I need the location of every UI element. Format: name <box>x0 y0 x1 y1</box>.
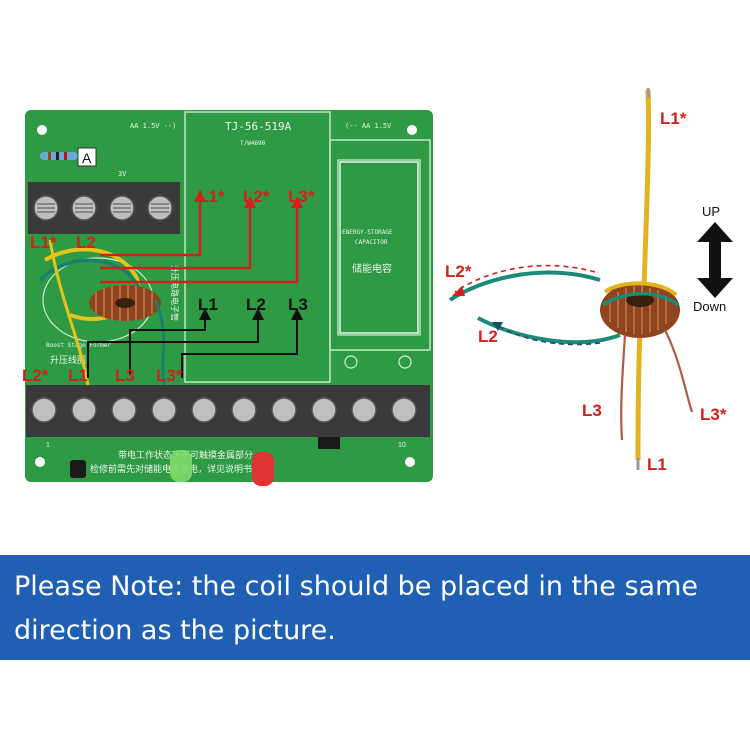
board-top-label-l2star: L2* <box>243 187 270 206</box>
components <box>70 437 340 486</box>
terminal-number-1: 1 <box>46 442 50 449</box>
coil-label-l1star: L1* <box>660 109 687 128</box>
terminal-label-l2: L2 <box>76 233 96 252</box>
terminal-label-l2star: L2* <box>22 366 49 385</box>
bottom-terminal-block: 1 10 <box>26 385 430 449</box>
note-text: Please Note: the coil should be placed i… <box>14 571 698 646</box>
terminal-label-l3: L3 <box>115 366 135 385</box>
terminal-label-l3star: L3* <box>156 366 183 385</box>
capacitor-cn: 储能电容 <box>352 262 392 275</box>
board-model: TJ-56-519A <box>225 120 292 133</box>
voltage-mark: 3V <box>118 170 127 178</box>
board-mid-label-l2: L2 <box>246 295 266 314</box>
board-top-label-l3star: L3* <box>288 187 315 206</box>
up-label: UP <box>702 204 720 219</box>
coil-label-l2star: L2* <box>445 262 472 281</box>
down-label: Down <box>693 299 726 314</box>
capacitor-title-1: ENERGY-STORAGE <box>342 229 393 236</box>
capacitor-title-2: CAPACITOR <box>355 239 388 246</box>
terminal-label-l1star: L1* <box>30 233 57 252</box>
board-arrows <box>87 190 303 378</box>
product-illustration: TJ-56-519A T/W4690 AA 1.5V --) (-- AA 1.… <box>22 87 733 486</box>
board-coil <box>38 239 166 386</box>
coil-label-l1: L1 <box>647 455 667 474</box>
pcb-board: TJ-56-519A T/W4690 AA 1.5V --) (-- AA 1.… <box>22 110 433 486</box>
battery-left-mark: AA 1.5V --) <box>130 122 176 130</box>
board-mid-label-l3: L3 <box>288 295 308 314</box>
board-submodel: T/W4690 <box>240 140 266 147</box>
terminal-number-10: 10 <box>398 442 406 449</box>
vertical-cn: 升压电路电子管 <box>170 265 180 321</box>
coil-label-l2: L2 <box>478 327 498 346</box>
corner-tag: A <box>82 150 92 166</box>
board-top-label-l1star: L1* <box>198 187 225 206</box>
note-banner: Please Note: the coil should be placed i… <box>0 555 750 660</box>
boost-cn: 升压线圈 <box>50 354 86 366</box>
board-mid-label-l1: L1 <box>198 295 218 314</box>
up-down-arrow <box>697 222 733 298</box>
coil-label-l3star: L3* <box>700 405 727 424</box>
coil-label-l3: L3 <box>582 401 602 420</box>
terminal-label-l1: L1 <box>68 366 88 385</box>
coil-diagram: UP Down L1* L2* L2 L3 L3* L1 <box>445 87 733 474</box>
top-terminal-block <box>28 182 180 234</box>
battery-right-mark: (-- AA 1.5V <box>345 122 392 130</box>
